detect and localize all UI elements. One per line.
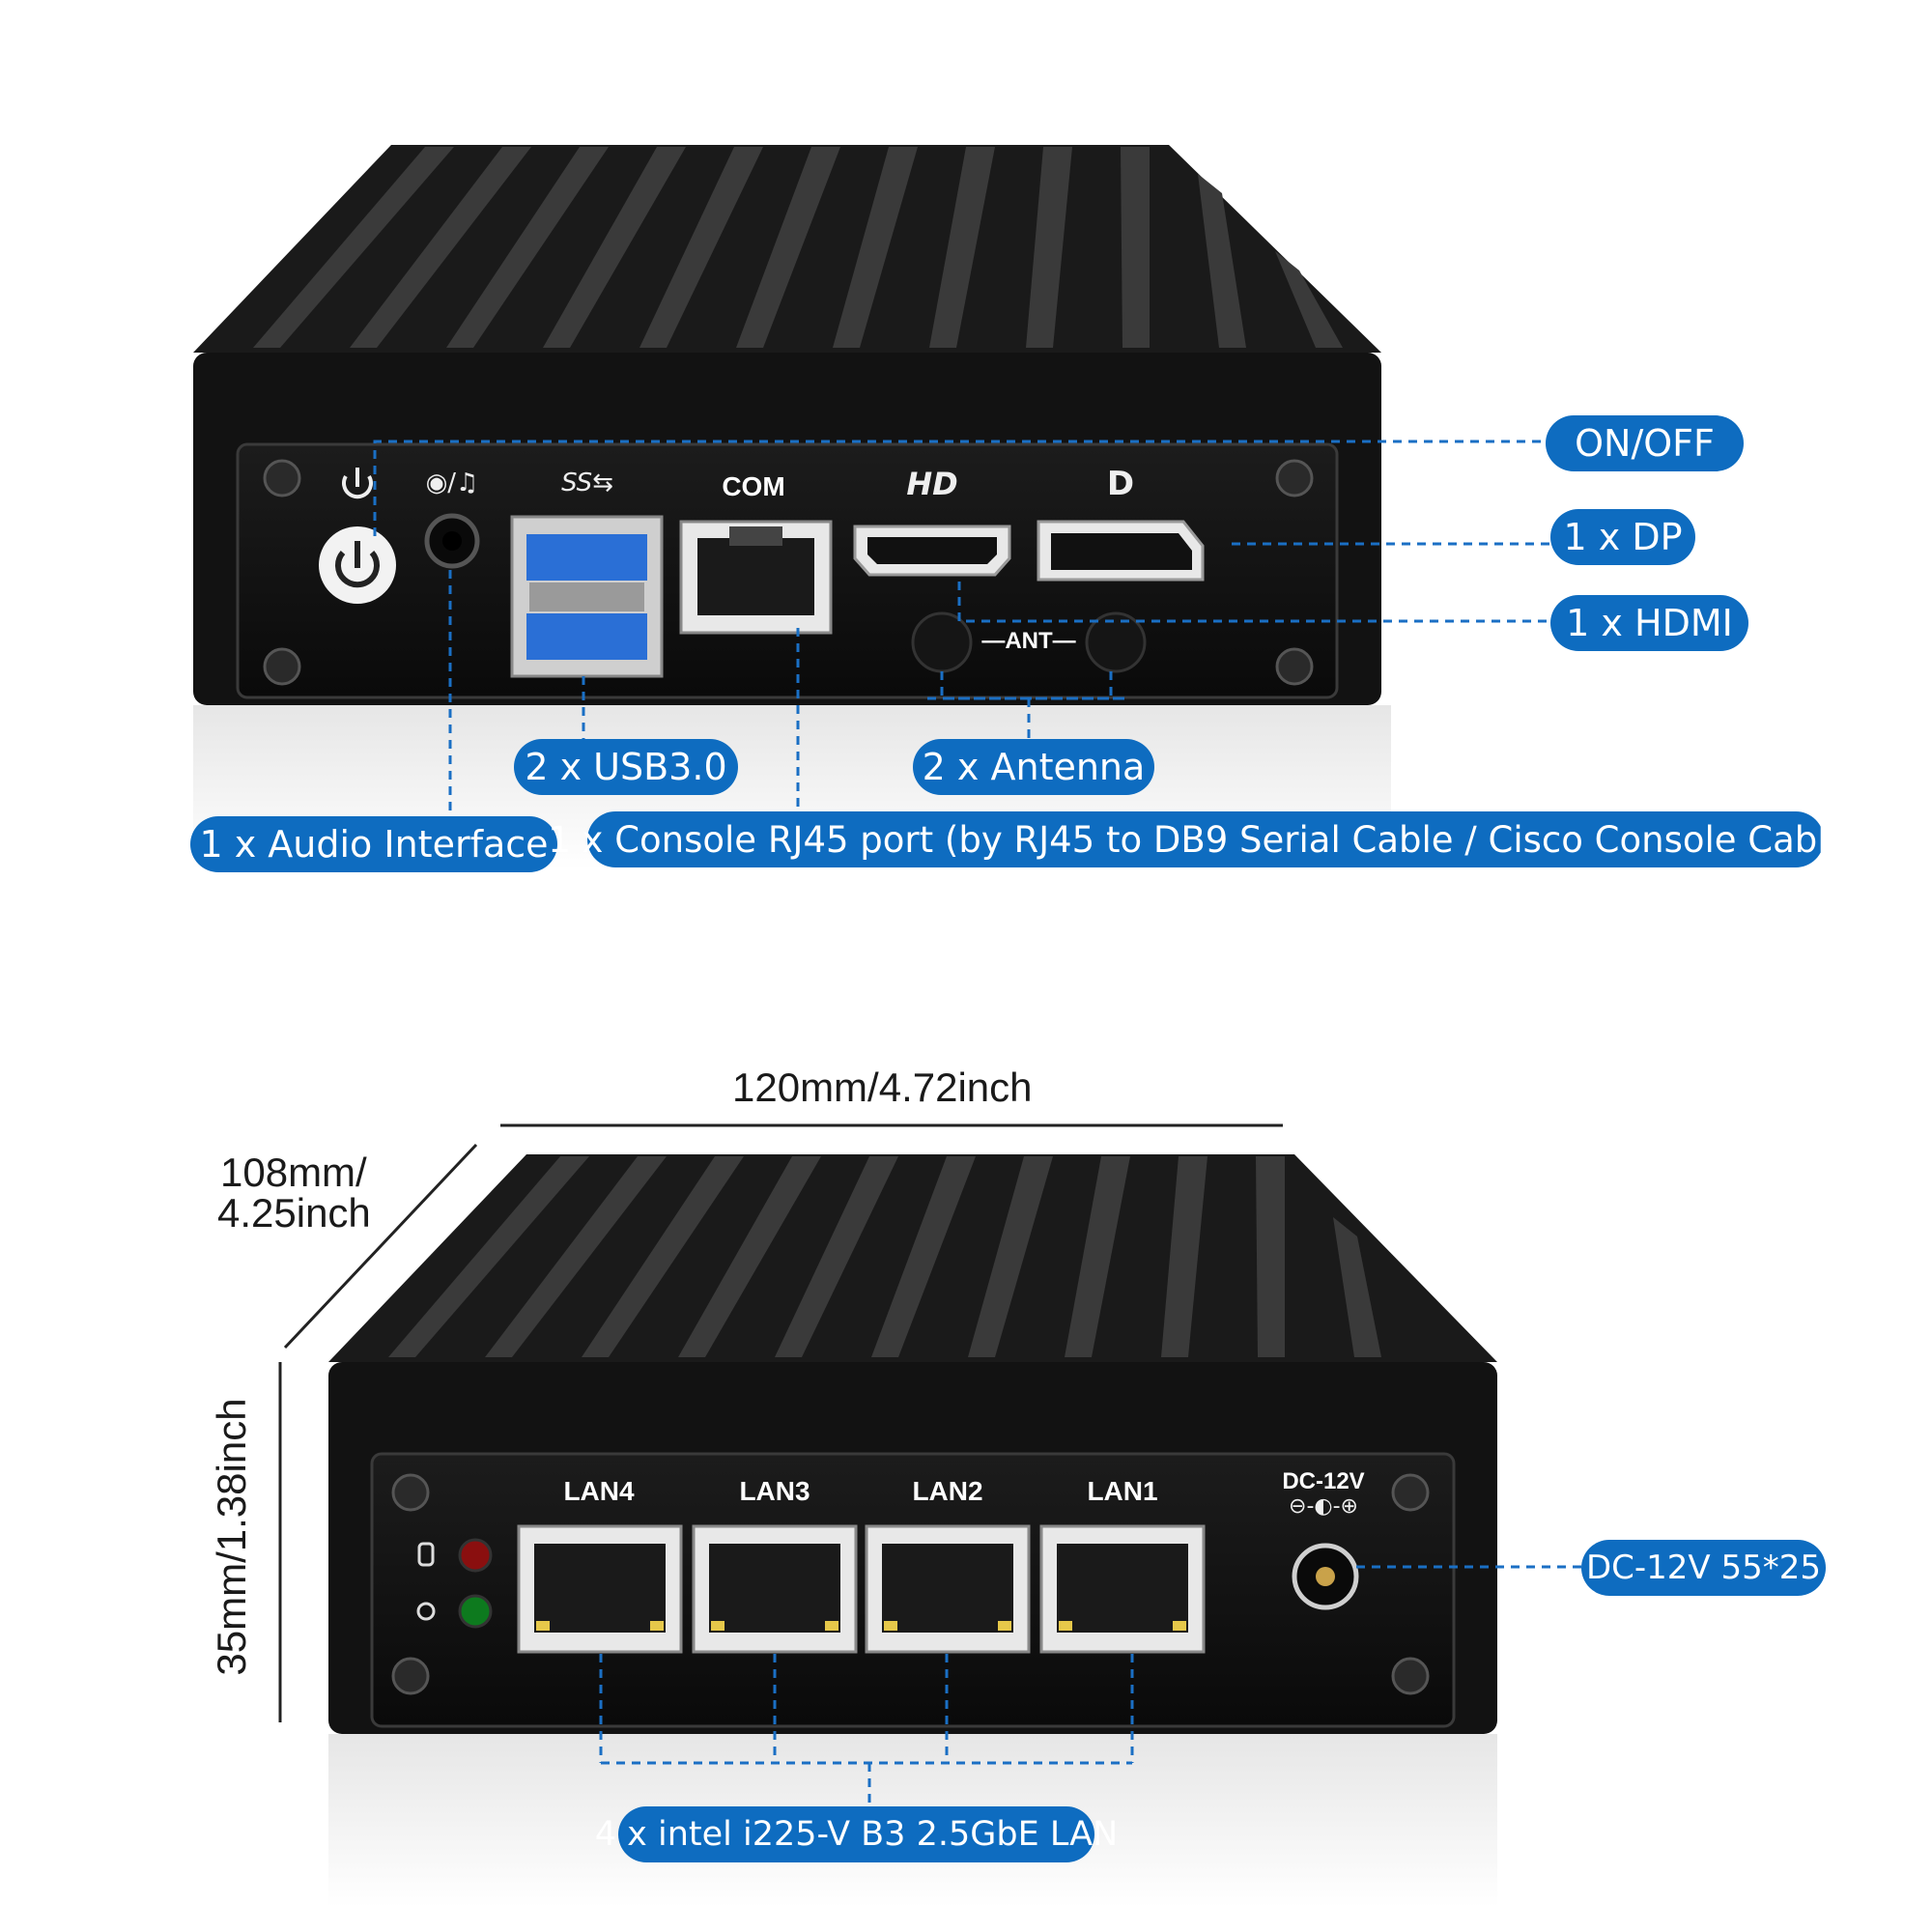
usb-callout: 2 x USB3.0 [514,739,738,795]
svg-text:D: D [1107,465,1134,503]
power-button-graphic [319,468,396,604]
dc-power-callout: DC-12V 55*25 [1581,1540,1826,1596]
lan-callout: 4 x intel i225-V B3 2.5GbE LAN [595,1806,1118,1862]
com-port-label: COM [722,471,785,501]
height-dimension-label: 35mm/1.38inch [209,1398,254,1676]
top-device: ◉/♫ SS⇆ HD D [193,145,1391,869]
status-leds-graphic [416,1538,493,1629]
lan-ports-graphic [517,1524,1206,1654]
width-dimension-label: 120mm/4.72inch [732,1065,1033,1110]
svg-text:◉/♫: ◉/♫ [426,469,479,497]
bottom-device: ⊖-◐-⊕ [328,1154,1497,1908]
dp-port-graphic: D [1037,465,1205,582]
top-device-screws [263,459,1314,686]
bottom-device-screws [391,1473,1430,1695]
lan1-port-label: LAN1 [1087,1476,1158,1506]
usb-ports-graphic: SS⇆ [510,469,664,678]
audio-jack-graphic: ◉/♫ [424,469,480,569]
dp-callout: 1 x DP [1550,509,1695,565]
antenna-port-label: —ANT— [981,628,1076,654]
svg-text:⊖-◐-⊕: ⊖-◐-⊕ [1289,1494,1358,1519]
dc-port-label: DC-12V [1282,1468,1365,1494]
lan4-port-label: LAN4 [563,1476,635,1506]
audio-interface-callout: 1 x Audio Interface [190,816,557,872]
dc-jack-graphic: ⊖-◐-⊕ [1289,1494,1359,1610]
lan3-port-label: LAN3 [739,1476,810,1506]
lan2-port-label: LAN2 [912,1476,983,1506]
console-port-callout: 1 x Console RJ45 port (by RJ45 to DB9 Se… [548,811,1863,867]
svg-text:HD: HD [906,466,957,502]
depth-dimension-label-line2: 4.25inch [217,1190,371,1236]
top-device-fins [253,147,1343,348]
dimension-lines [278,1123,1283,1722]
hdmi-port-graphic: HD [853,466,1011,577]
com-port-graphic [679,520,833,635]
hdmi-callout: 1 x HDMI [1550,595,1748,651]
svg-text:SS⇆: SS⇆ [561,469,613,497]
bottom-device-fins [388,1156,1381,1357]
on-off-callout: ON/OFF [1546,415,1744,471]
antenna-callout: 2 x Antenna [913,739,1154,795]
antenna-graphic [911,611,1147,673]
callout-leaders [373,440,1584,1806]
depth-dimension-label-line1: 108mm/ [220,1150,367,1195]
